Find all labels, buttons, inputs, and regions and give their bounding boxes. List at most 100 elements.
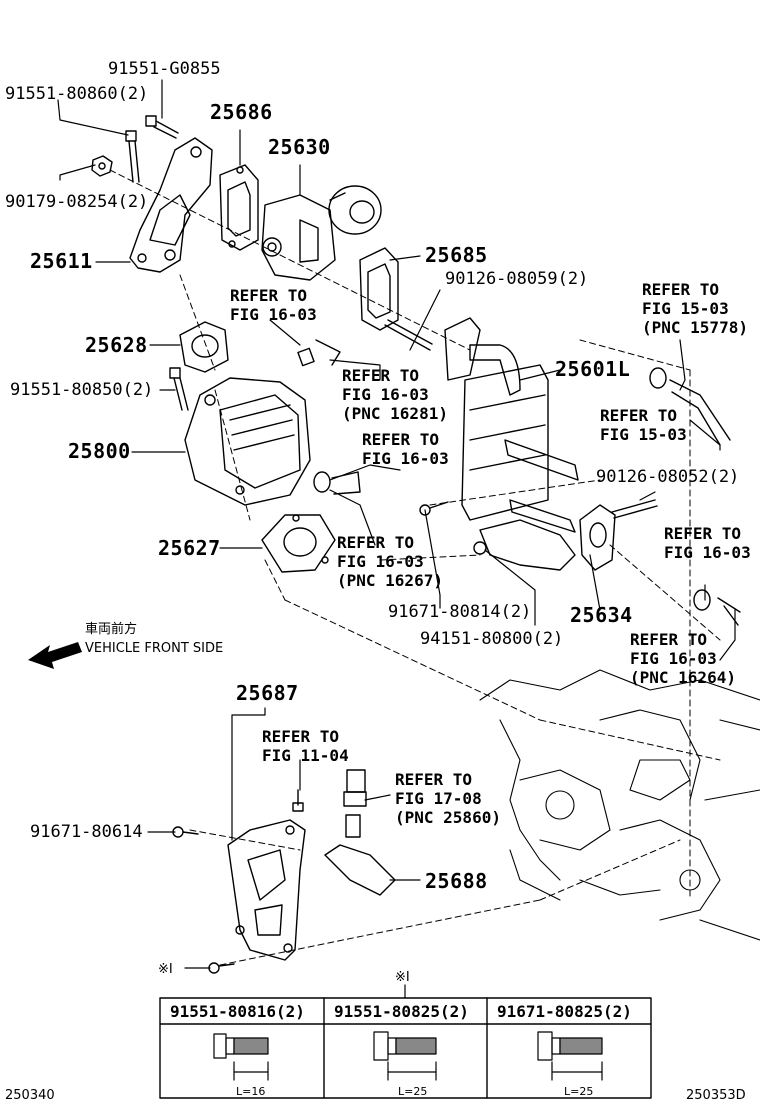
table-cell-part-2: 91551-80825(2) bbox=[334, 1002, 469, 1021]
bolt-marked-i bbox=[208, 962, 235, 974]
part-25687-bracket bbox=[227, 819, 306, 961]
table-cell-length-3: L=25 bbox=[564, 1085, 594, 1098]
label-91551-80860: 91551-80860(2) bbox=[5, 84, 149, 104]
ref-fig-16-03-pnc-16281: REFER TO FIG 16-03 (PNC 16281) bbox=[342, 366, 448, 423]
ref-fig-16-03-a: REFER TO FIG 16-03 bbox=[230, 286, 317, 324]
sensor-assembly bbox=[292, 769, 367, 838]
label-25630: 25630 bbox=[268, 135, 331, 159]
part-25601l-cooler bbox=[444, 317, 579, 571]
label-90179-08254: 90179-08254(2) bbox=[5, 192, 149, 212]
label-91671-80814: 91671-80814(2) bbox=[388, 602, 532, 622]
bolt-91551-80860 bbox=[125, 130, 140, 183]
ref-line: REFER TO bbox=[262, 727, 340, 746]
ref-fig-16-03-pnc-16264: REFER TO FIG 16-03 (PNC 16264) bbox=[630, 630, 736, 687]
footer-left-code: 250340 bbox=[5, 1088, 55, 1103]
label-25687: 25687 bbox=[236, 681, 299, 705]
ref-line: REFER TO bbox=[642, 280, 720, 299]
ref-line: REFER TO bbox=[395, 770, 473, 789]
label-25611: 25611 bbox=[30, 249, 93, 273]
ref-fig-16-03-pnc-16267: REFER TO FIG 16-03 (PNC 16267) bbox=[337, 533, 443, 590]
label-25601l: 25601L bbox=[555, 357, 631, 381]
part-25611-bracket bbox=[129, 137, 213, 273]
engine-block bbox=[479, 669, 760, 941]
ref-line: FIG 16-03 bbox=[230, 305, 317, 324]
label-25686: 25686 bbox=[210, 100, 273, 124]
bolt-table-frame bbox=[159, 997, 652, 1099]
label-25627: 25627 bbox=[158, 536, 221, 560]
ref-line: REFER TO bbox=[362, 430, 440, 449]
table-bolt-3 bbox=[537, 1031, 603, 1081]
part-25800-egr-cooler bbox=[184, 377, 311, 506]
ref-fig-11-04: REFER TO FIG 11-04 bbox=[262, 727, 349, 765]
ref-line: (PNC 16267) bbox=[337, 571, 443, 590]
ref-line: (PNC 25860) bbox=[395, 808, 501, 827]
table-bolt-2 bbox=[373, 1031, 437, 1081]
nut-90179-08254 bbox=[91, 155, 113, 177]
label-91551-g0855: 91551-G0855 bbox=[108, 59, 221, 79]
label-90126-08059: 90126-08059(2) bbox=[445, 269, 589, 289]
bolt-91671-80614 bbox=[172, 826, 199, 838]
label-25628: 25628 bbox=[85, 333, 148, 357]
label-91671-80614: 91671-80614 bbox=[30, 822, 143, 842]
clamp-parts bbox=[297, 339, 741, 626]
part-25685-gasket bbox=[359, 247, 399, 331]
ref-line: FIG 17-08 bbox=[395, 789, 482, 808]
ref-fig-17-08-pnc-25860: REFER TO FIG 17-08 (PNC 25860) bbox=[395, 770, 501, 827]
ref-line: REFER TO bbox=[600, 406, 678, 425]
part-25688-clip bbox=[324, 844, 396, 896]
label-91551-80850: 91551-80850(2) bbox=[10, 380, 154, 400]
nut-94151-80800 bbox=[473, 541, 487, 555]
ref-line: REFER TO bbox=[664, 524, 742, 543]
part-25630-egr-valve bbox=[261, 185, 382, 281]
label-25634: 25634 bbox=[570, 603, 633, 627]
label-94151-80800: 94151-80800(2) bbox=[420, 629, 564, 649]
ref-line: (PNC 16281) bbox=[342, 404, 448, 423]
label-25688: 25688 bbox=[425, 869, 488, 893]
ref-line: FIG 16-03 bbox=[342, 385, 429, 404]
footer-right-code: 250353D bbox=[686, 1088, 746, 1103]
ref-line: (PNC 15778) bbox=[642, 318, 748, 337]
label-90126-08052: 90126-08052(2) bbox=[596, 467, 740, 487]
ref-line: FIG 15-03 bbox=[600, 425, 687, 444]
label-25685: 25685 bbox=[425, 243, 488, 267]
ref-line: FIG 16-03 bbox=[362, 449, 449, 468]
table-cell-length-1: L=16 bbox=[236, 1085, 266, 1098]
vehicle-front-arrow-icon bbox=[28, 642, 82, 669]
bolt-91551-80850 bbox=[169, 367, 189, 411]
ref-line: FIG 16-03 bbox=[664, 543, 751, 562]
table-note-mark: ※I bbox=[395, 970, 410, 985]
ref-line: FIG 16-03 bbox=[337, 552, 424, 571]
bolt-91551-g0855 bbox=[145, 115, 179, 139]
leader-lines bbox=[57, 79, 736, 999]
part-25634-gasket bbox=[579, 504, 616, 571]
ref-fig-15-03-pnc-15778: REFER TO FIG 15-03 (PNC 15778) bbox=[642, 280, 748, 337]
stud-90126-08052 bbox=[611, 499, 658, 519]
part-25628-gasket bbox=[179, 321, 229, 373]
ref-line: FIG 16-03 bbox=[630, 649, 717, 668]
vehicle-front-jp: 車両前方 bbox=[85, 622, 138, 637]
ref-fig-15-03: REFER TO FIG 15-03 bbox=[600, 406, 687, 444]
ref-line: REFER TO bbox=[230, 286, 308, 305]
stud-90126-08059 bbox=[384, 319, 433, 351]
ref-line: (PNC 16264) bbox=[630, 668, 736, 687]
table-cell-part-1: 91551-80816(2) bbox=[170, 1002, 305, 1021]
table-cell-part-3: 91671-80825(2) bbox=[497, 1002, 632, 1021]
bolt-91671-80814 bbox=[419, 501, 449, 516]
part-25627-gasket bbox=[261, 514, 336, 573]
ref-fig-16-03-b: REFER TO FIG 16-03 bbox=[362, 430, 449, 468]
part-25686-gasket bbox=[219, 164, 259, 251]
ref-line: FIG 11-04 bbox=[262, 746, 349, 765]
ref-line: REFER TO bbox=[342, 366, 420, 385]
vehicle-front-en: VEHICLE FRONT SIDE bbox=[85, 641, 224, 656]
ref-fig-16-03-c: REFER TO FIG 16-03 bbox=[664, 524, 751, 562]
ref-line: FIG 15-03 bbox=[642, 299, 729, 318]
table-bolt-1 bbox=[213, 1033, 269, 1081]
dashed-assembly-lines bbox=[109, 169, 721, 966]
label-25800: 25800 bbox=[68, 439, 131, 463]
ref-line: REFER TO bbox=[630, 630, 708, 649]
ref-line: REFER TO bbox=[337, 533, 415, 552]
table-cell-length-2: L=25 bbox=[398, 1085, 428, 1098]
note-mark-bolt: ※I bbox=[158, 962, 173, 977]
